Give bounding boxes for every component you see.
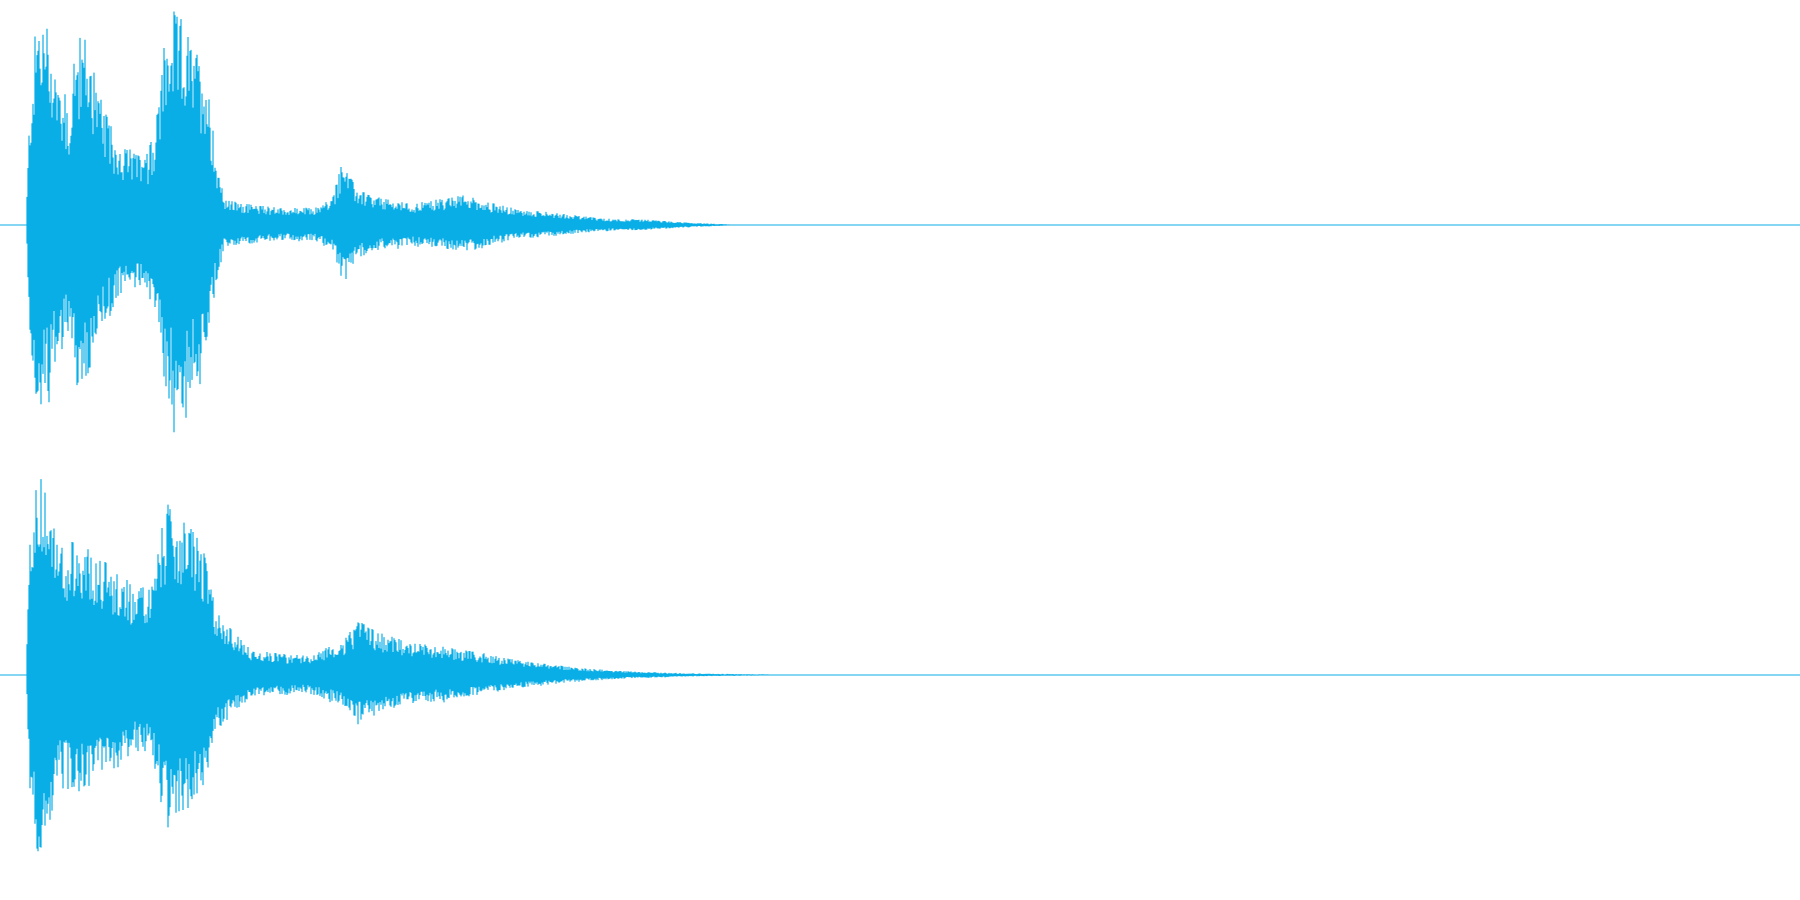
channel-waveform-path: [25, 479, 818, 852]
channel-waveform-path: [25, 11, 746, 433]
waveform-channel-1: [0, 11, 1800, 433]
waveform-channel-2: [0, 479, 1800, 852]
